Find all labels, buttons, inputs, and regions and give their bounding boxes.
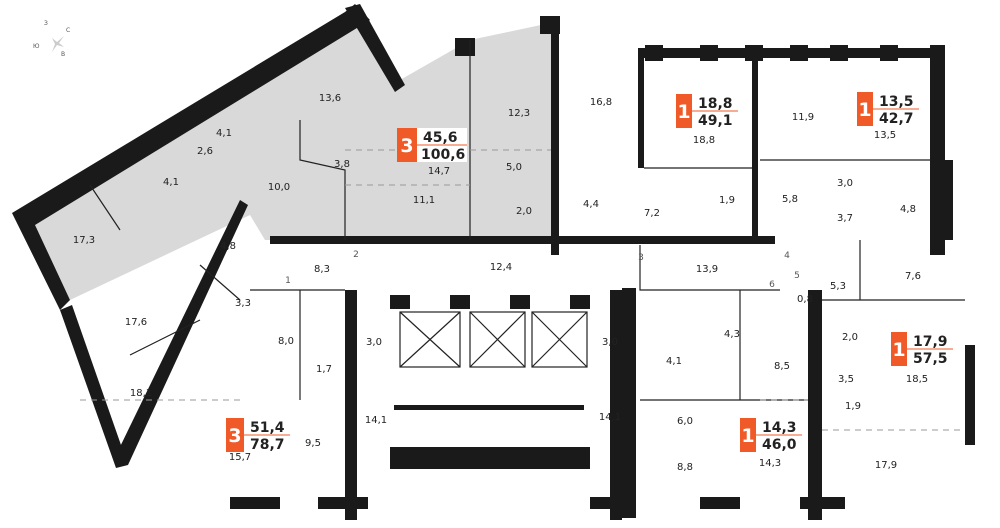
- room-area: 8,3: [314, 264, 330, 275]
- stair-number: 2: [353, 250, 359, 260]
- room-area: 3,7: [837, 213, 853, 224]
- room-area: 8,8: [677, 462, 693, 473]
- living-area: 14,3: [762, 420, 797, 436]
- room-area: 16,8: [590, 97, 612, 108]
- room-area: 3,0: [837, 178, 853, 189]
- room-area: 3,0: [602, 337, 618, 348]
- room-area: 4,3: [724, 329, 740, 340]
- room-area: 5,3: [830, 281, 846, 292]
- apartment-badge[interactable]: 3 45,6 100,6: [397, 128, 467, 163]
- room-area: 3,3: [235, 298, 251, 309]
- room-count: 3: [228, 425, 241, 447]
- room-area: 12,3: [508, 108, 530, 119]
- room-area: 11,9: [792, 112, 814, 123]
- room-area: 14,3: [759, 458, 781, 469]
- room-area: 3,8: [334, 159, 350, 170]
- elevators: [399, 311, 588, 368]
- room-count: 1: [858, 99, 871, 121]
- total-area: 100,6: [421, 147, 465, 163]
- partitions: [80, 40, 965, 431]
- total-area: 46,0: [762, 437, 797, 453]
- room-area: 18,1: [130, 388, 152, 399]
- room-area: 12,4: [490, 262, 512, 273]
- room-area: 6,0: [677, 416, 693, 427]
- room-area: 2,6: [197, 146, 213, 157]
- room-area: 7,2: [644, 208, 660, 219]
- apartment-badge[interactable]: 1 18,8 49,1: [676, 94, 738, 129]
- apartment-badge[interactable]: 1 17,9 57,5: [891, 332, 953, 367]
- stair-number: 3: [638, 253, 644, 263]
- room-area: 11,1: [413, 195, 435, 206]
- highlighted-apartment[interactable]: [20, 12, 555, 300]
- compass-rose-icon: З С Ю В: [33, 20, 70, 58]
- room-area: 8,0: [278, 336, 294, 347]
- room-area: 14,1: [599, 412, 621, 423]
- room-area: 13,5: [874, 130, 896, 141]
- walls: [12, 4, 975, 520]
- compass-north: С: [66, 27, 70, 34]
- total-area: 49,1: [698, 113, 733, 129]
- apartment-badge[interactable]: 3 51,4 78,7: [226, 418, 290, 453]
- room-area: 18,8: [693, 135, 715, 146]
- room-area: 14,1: [365, 415, 387, 426]
- room-area: 4,1: [163, 177, 179, 188]
- compass-west: З: [44, 20, 48, 27]
- room-area: 9,5: [305, 438, 321, 449]
- room-area: 1,7: [316, 364, 332, 375]
- living-area: 45,6: [423, 130, 458, 146]
- room-area: 2,0: [516, 206, 532, 217]
- room-area: 5,8: [782, 194, 798, 205]
- room-area: 4,1: [666, 356, 682, 367]
- room-count: 3: [400, 135, 413, 157]
- room-count: 1: [741, 425, 754, 447]
- room-count: 1: [677, 101, 690, 123]
- total-area: 57,5: [913, 351, 948, 367]
- stair-number: 1: [285, 276, 291, 286]
- living-area: 18,8: [698, 96, 733, 112]
- room-area: 4,8: [220, 241, 236, 252]
- room-area: 17,9: [875, 460, 897, 471]
- stair-labels: 1 2 3 4 5 6: [285, 250, 800, 290]
- room-area: 15,7: [229, 452, 251, 463]
- apartment-badge[interactable]: 1 13,5 42,7: [857, 92, 919, 127]
- room-area: 1,9: [845, 401, 861, 412]
- room-area: 3,5: [838, 374, 854, 385]
- room-count: 1: [892, 339, 905, 361]
- room-area: 10,0: [268, 182, 290, 193]
- room-labels: 13,6 4,1 2,6 4,1 3,8 10,0 17,3 12,3 14,7…: [73, 93, 928, 473]
- stair-number: 4: [784, 251, 790, 261]
- room-area: 4,1: [216, 128, 232, 139]
- stair-number: 6: [769, 280, 775, 290]
- total-area: 42,7: [879, 111, 914, 127]
- living-area: 17,9: [913, 334, 948, 350]
- room-area: 18,5: [906, 374, 928, 385]
- room-area: 4,4: [583, 199, 599, 210]
- room-area: 14,7: [428, 166, 450, 177]
- total-area: 78,7: [250, 437, 285, 453]
- room-area: 17,6: [125, 317, 147, 328]
- compass-east: В: [61, 51, 65, 58]
- room-area: 0,8: [797, 294, 813, 305]
- compass-south: Ю: [33, 43, 40, 50]
- room-area: 17,3: [73, 235, 95, 246]
- room-area: 8,5: [774, 361, 790, 372]
- room-area: 4,8: [900, 204, 916, 215]
- living-area: 13,5: [879, 94, 914, 110]
- apartment-badge[interactable]: 1 14,3 46,0: [740, 418, 802, 453]
- room-area: 7,6: [905, 271, 921, 282]
- room-area: 2,0: [842, 332, 858, 343]
- room-area: 3,0: [366, 337, 382, 348]
- living-area: 51,4: [250, 420, 285, 436]
- room-area: 1,9: [719, 195, 735, 206]
- stair-number: 5: [794, 271, 800, 281]
- room-area: 5,0: [506, 162, 522, 173]
- room-area: 13,6: [319, 93, 341, 104]
- room-area: 13,9: [696, 264, 718, 275]
